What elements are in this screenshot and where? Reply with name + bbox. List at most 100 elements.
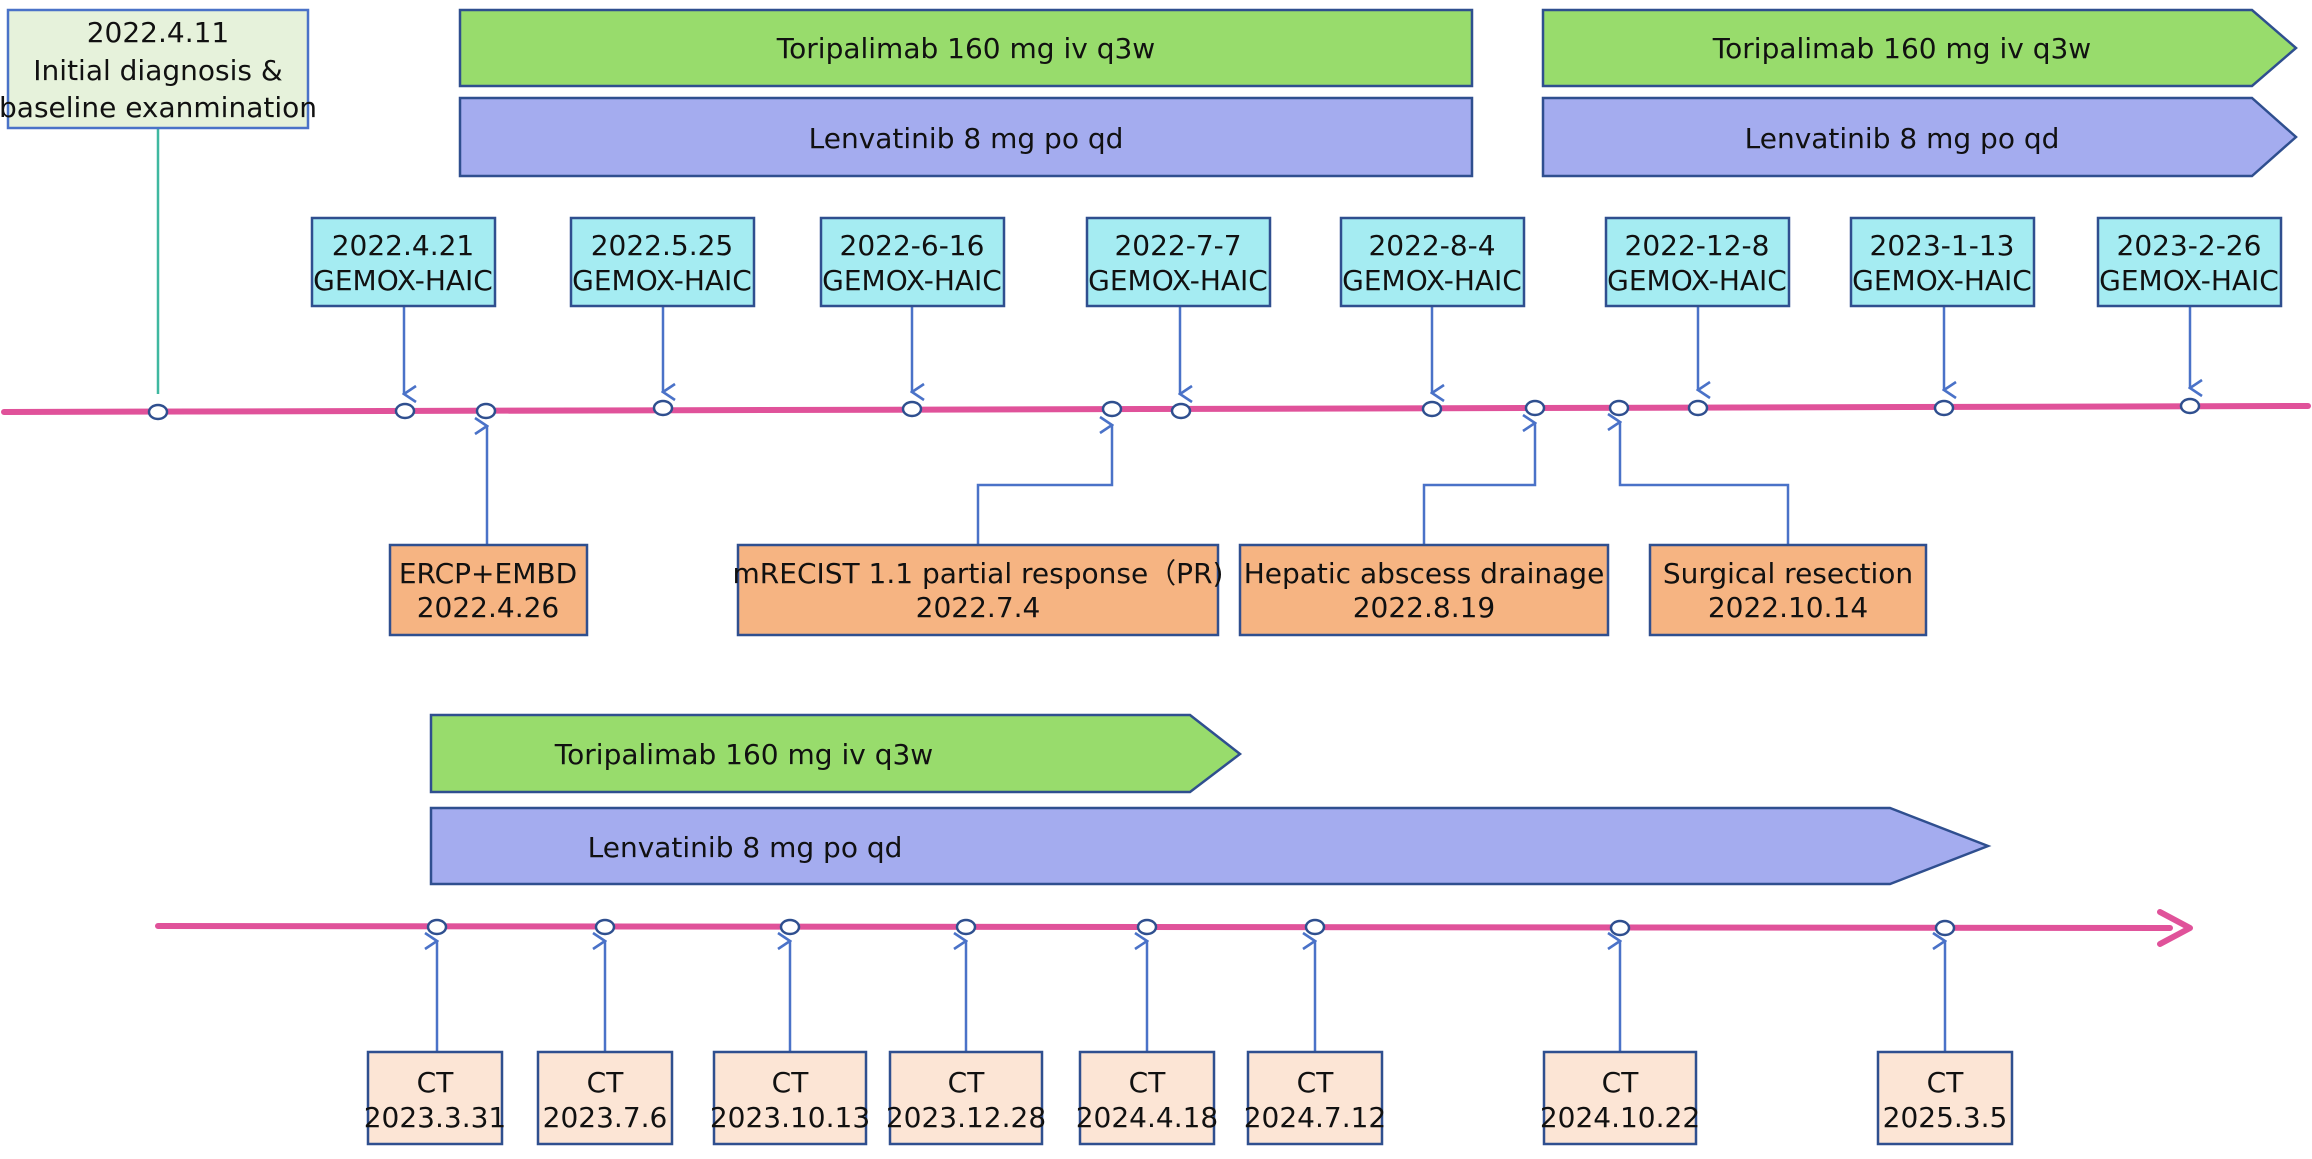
- timeline-top: [1, 403, 2311, 415]
- event-arrow: [1620, 422, 1790, 545]
- marker-2024-10-22: [1609, 919, 1631, 937]
- event-date: 2022.7.4: [916, 591, 1041, 624]
- gemox-date: 2022.5.25: [591, 229, 734, 262]
- gemox-cycle-2: 2022.5.25 GEMOX-HAIC: [569, 216, 756, 392]
- marker-2023-1-13: [1933, 399, 1955, 417]
- gemox-cycle-4: 2022-7-7 GEMOX-HAIC: [1085, 216, 1272, 394]
- diagnosis-date: 2022.4.11: [87, 16, 230, 49]
- ct-label: CT: [417, 1066, 455, 1099]
- diagnosis-line-3: baseline exanmination: [0, 91, 317, 124]
- diagnosis-line-2: Initial diagnosis &: [33, 54, 282, 87]
- event-hepatic-abscess-drainage: Hepatic abscess drainage 2022.8.19: [1238, 423, 1610, 637]
- ct-scan-2: CT 2023.7.6: [536, 941, 674, 1146]
- drug-bar-label: Lenvatinib 8 mg po qd: [809, 122, 1124, 155]
- marker-2023-2-26: [2179, 397, 2201, 415]
- event-arrow: [976, 425, 1112, 545]
- gemox-date: 2022-7-7: [1114, 229, 1241, 262]
- gemox-label: GEMOX-HAIC: [2099, 264, 2279, 297]
- drug-bar-lenvatinib-2: Lenvatinib 8 mg po qd: [1541, 96, 2298, 178]
- marker-2022-6-16: [901, 400, 923, 418]
- gemox-date: 2022-8-4: [1368, 229, 1495, 262]
- drug-bar-label: Toripalimab 160 mg iv q3w: [776, 32, 1155, 65]
- marker-2023-12-28: [955, 918, 977, 936]
- timeline-bottom-arrowhead: [2157, 909, 2193, 947]
- ct-scan-1: CT 2023.3.31: [364, 941, 507, 1146]
- ct-label: CT: [1129, 1066, 1167, 1099]
- gemox-cycle-5: 2022-8-4 GEMOX-HAIC: [1339, 216, 1526, 393]
- ct-label: CT: [587, 1066, 625, 1099]
- gemox-label: GEMOX-HAIC: [1342, 264, 1522, 297]
- event-arrow: [1422, 423, 1535, 545]
- ct-date: 2023.12.28: [886, 1101, 1046, 1134]
- ct-scan-3: CT 2023.10.13: [710, 941, 870, 1146]
- drug-bar-label: Lenvatinib 8 mg po qd: [1745, 122, 2060, 155]
- gemox-label: GEMOX-HAIC: [313, 264, 493, 297]
- timeline-markers: [147, 397, 2201, 937]
- drug-bar-toripalimab-3: Toripalimab 160 mg iv q3w: [429, 713, 1243, 794]
- ct-scan-8: CT 2025.3.5: [1876, 941, 2014, 1146]
- ct-date: 2023.3.31: [364, 1101, 507, 1134]
- ct-scan-7: CT 2024.10.22: [1540, 941, 1700, 1146]
- drug-bar-toripalimab-1: Toripalimab 160 mg iv q3w: [458, 8, 1474, 88]
- gemox-date: 2022.4.21: [332, 229, 475, 262]
- ct-date: 2025.3.5: [1883, 1101, 2008, 1134]
- marker-2024-4-18: [1136, 918, 1158, 936]
- marker-2024-7-12: [1304, 918, 1326, 936]
- marker-2022-7-7: [1170, 402, 1192, 420]
- marker-2023-7-6: [594, 918, 616, 936]
- ct-label: CT: [1297, 1066, 1335, 1099]
- gemox-label: GEMOX-HAIC: [1088, 264, 1268, 297]
- event-ercp-embd: ERCP+EMBD 2022.4.26: [388, 426, 589, 637]
- ct-label: CT: [1927, 1066, 1965, 1099]
- marker-2023-10-13: [779, 918, 801, 936]
- timeline-bottom: [155, 923, 2173, 931]
- gemox-cycle-1: 2022.4.21 GEMOX-HAIC: [310, 216, 497, 394]
- marker-2023-3-31: [426, 918, 448, 936]
- event-date: 2022.8.19: [1353, 591, 1496, 624]
- gemox-date: 2022-12-8: [1625, 229, 1770, 262]
- event-label: ERCP+EMBD: [399, 557, 577, 590]
- drug-bar-lenvatinib-1: Lenvatinib 8 mg po qd: [458, 96, 1474, 178]
- event-date: 2022.4.26: [417, 591, 560, 624]
- gemox-date: 2022-6-16: [840, 229, 985, 262]
- event-partial-response: mRECIST 1.1 partial response（PR) 2022.7.…: [733, 425, 1224, 637]
- gemox-date: 2023-1-13: [1870, 229, 2015, 262]
- drug-bar-lenvatinib-3: Lenvatinib 8 mg po qd: [429, 806, 1992, 886]
- ct-scan-5: CT 2024.4.18: [1076, 941, 1219, 1146]
- marker-2022-12-8: [1687, 399, 1709, 417]
- event-label: Hepatic abscess drainage: [1244, 557, 1605, 590]
- ct-date: 2023.10.13: [710, 1101, 870, 1134]
- ct-scan-4: CT 2023.12.28: [886, 941, 1046, 1146]
- marker-2022-4-21: [394, 402, 416, 420]
- gemox-cycle-6: 2022-12-8 GEMOX-HAIC: [1604, 216, 1791, 390]
- ct-label: CT: [1602, 1066, 1640, 1099]
- gemox-label: GEMOX-HAIC: [822, 264, 1002, 297]
- event-date: 2022.10.14: [1708, 591, 1868, 624]
- ct-date: 2024.7.12: [1244, 1101, 1387, 1134]
- ct-label: CT: [948, 1066, 986, 1099]
- marker-2022-4-11: [147, 403, 169, 421]
- event-surgical-resection: Surgical resection 2022.10.14: [1620, 422, 1928, 637]
- event-label: mRECIST 1.1 partial response（PR): [733, 557, 1224, 590]
- drug-bar-label: Toripalimab 160 mg iv q3w: [1712, 32, 2091, 65]
- drug-bar-toripalimab-2: Toripalimab 160 mg iv q3w: [1541, 8, 2298, 88]
- ct-scan-6: CT 2024.7.12: [1244, 941, 1387, 1146]
- gemox-label: GEMOX-HAIC: [1852, 264, 2032, 297]
- ct-date: 2023.7.6: [543, 1101, 668, 1134]
- gemox-cycle-3: 2022-6-16 GEMOX-HAIC: [819, 216, 1006, 392]
- gemox-cycle-7: 2023-1-13 GEMOX-HAIC: [1849, 216, 2036, 390]
- marker-2022-7-4: [1101, 400, 1123, 418]
- event-label: Surgical resection: [1663, 557, 1913, 590]
- marker-2022-10-14: [1608, 399, 1630, 417]
- drug-bar-label: Toripalimab 160 mg iv q3w: [554, 738, 933, 771]
- ct-date: 2024.4.18: [1076, 1101, 1219, 1134]
- gemox-label: GEMOX-HAIC: [1607, 264, 1787, 297]
- marker-2022-5-25: [652, 399, 674, 417]
- gemox-cycle-8: 2023-2-26 GEMOX-HAIC: [2096, 216, 2283, 388]
- marker-2022-8-19: [1524, 399, 1546, 417]
- gemox-label: GEMOX-HAIC: [572, 264, 752, 297]
- marker-2022-4-26: [475, 402, 497, 420]
- diagnosis-box: 2022.4.11 Initial diagnosis & baseline e…: [0, 8, 317, 394]
- ct-label: CT: [772, 1066, 810, 1099]
